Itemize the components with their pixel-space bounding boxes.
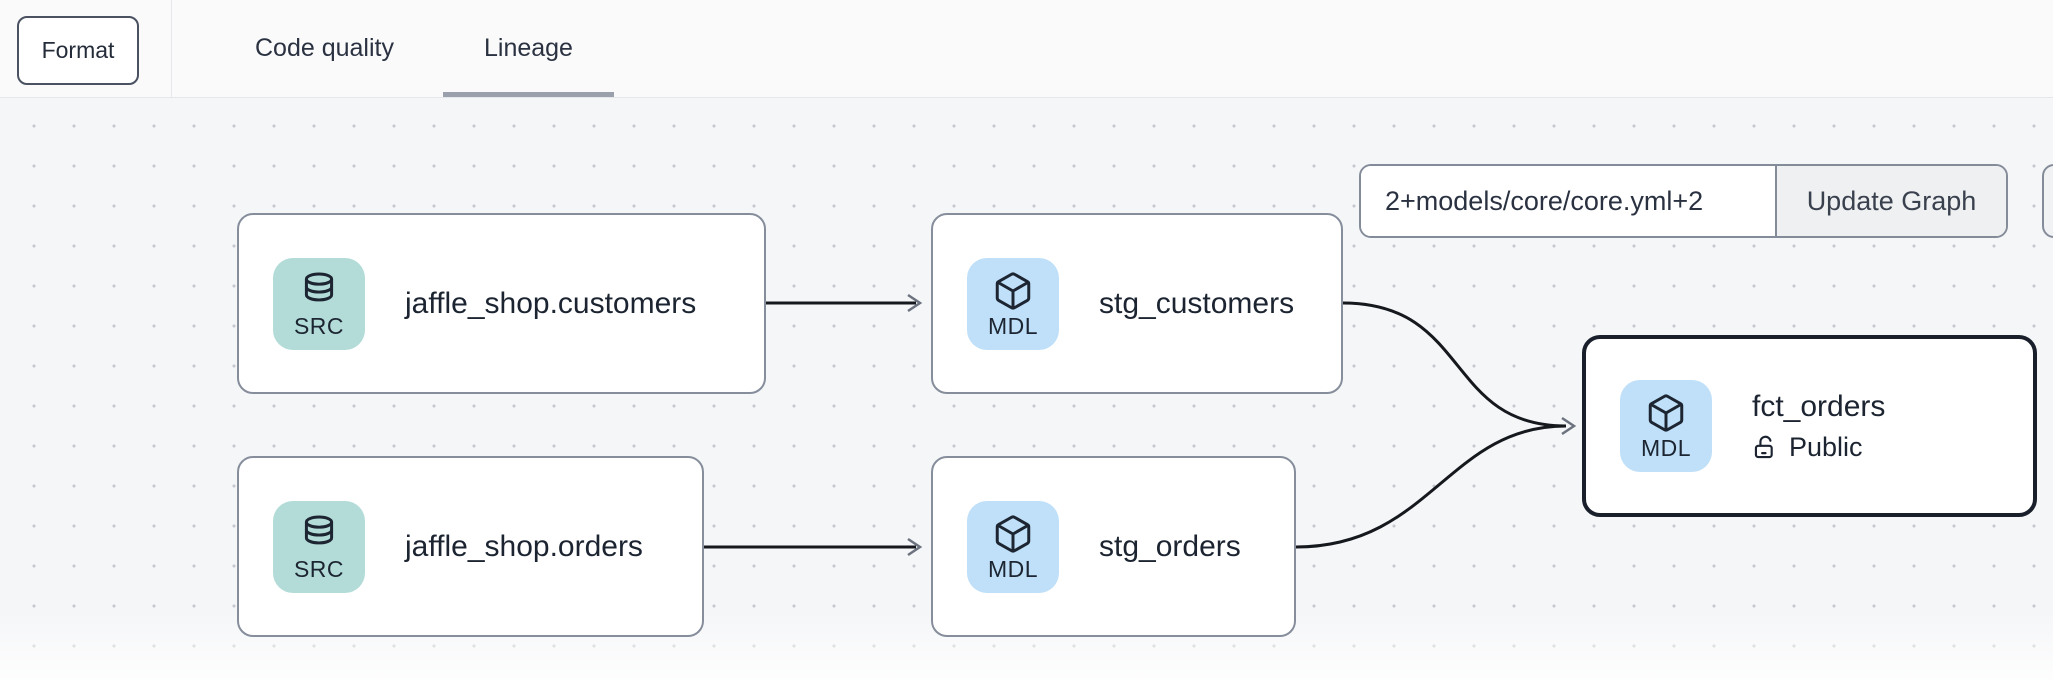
arrowhead-icon bbox=[907, 293, 923, 313]
badge-type-label: MDL bbox=[987, 555, 1039, 582]
node-stg-orders[interactable]: MDL stg_orders bbox=[931, 456, 1296, 637]
tab-code-quality[interactable]: Code quality bbox=[214, 0, 435, 97]
database-icon bbox=[304, 272, 334, 301]
cube-icon bbox=[995, 514, 1031, 553]
format-button[interactable]: Format bbox=[17, 16, 139, 85]
unlock-icon bbox=[1754, 435, 1773, 458]
clipped-right-button[interactable] bbox=[2042, 164, 2053, 238]
model-selector-input[interactable] bbox=[1361, 166, 1775, 236]
tab-lineage-label: Lineage bbox=[483, 34, 573, 62]
source-badge: SRC bbox=[273, 257, 365, 350]
model-badge: MDL bbox=[1620, 380, 1712, 472]
node-label: stg_orders bbox=[1099, 529, 1241, 563]
toolbar-divider bbox=[171, 0, 172, 97]
source-badge: SRC bbox=[273, 500, 365, 593]
node-access-row: Public bbox=[1752, 432, 1885, 463]
arrowhead-icon bbox=[1561, 416, 1577, 436]
node-label: fct_orders bbox=[1752, 389, 1886, 423]
badge-type-label: MDL bbox=[987, 312, 1039, 339]
tab-bar: Code quality Lineage bbox=[214, 0, 614, 97]
tab-lineage[interactable]: Lineage bbox=[442, 0, 614, 97]
edge-stg-orders-to-fct-orders bbox=[1295, 424, 1567, 549]
model-badge: MDL bbox=[967, 500, 1059, 593]
cube-icon bbox=[1648, 394, 1684, 432]
badge-type-label: SRC bbox=[293, 312, 345, 339]
node-label: jaffle_shop.customers bbox=[405, 286, 697, 320]
node-fct-orders[interactable]: MDL fct_orders Public bbox=[1582, 335, 2037, 517]
top-toolbar: Format Code quality Lineage bbox=[0, 0, 2053, 98]
model-badge: MDL bbox=[967, 257, 1059, 350]
tab-active-indicator bbox=[442, 92, 614, 97]
node-label: stg_customers bbox=[1099, 286, 1295, 320]
node-jaffle-shop-orders[interactable]: SRC jaffle_shop.orders bbox=[237, 456, 704, 637]
badge-type-label: MDL bbox=[1640, 435, 1692, 461]
node-label: jaffle_shop.orders bbox=[405, 529, 643, 563]
graph-selector-group: Update Graph bbox=[1359, 164, 2008, 238]
edge-stg-customers-to-fct-orders bbox=[1342, 301, 1567, 428]
node-text-column: fct_orders Public bbox=[1752, 390, 1885, 463]
lineage-edges-layer bbox=[704, 293, 1577, 557]
database-icon bbox=[304, 515, 334, 544]
arrowhead-icon bbox=[907, 537, 923, 557]
cube-icon bbox=[995, 271, 1031, 310]
node-access-label: Public bbox=[1789, 431, 1863, 462]
badge-type-label: SRC bbox=[293, 555, 345, 582]
node-jaffle-shop-customers[interactable]: SRC jaffle_shop.customers bbox=[237, 213, 766, 394]
node-stg-customers[interactable]: MDL stg_customers bbox=[931, 213, 1343, 394]
tab-code-quality-label: Code quality bbox=[255, 34, 394, 62]
update-graph-button[interactable]: Update Graph bbox=[1775, 166, 2006, 236]
lineage-canvas[interactable]: Update Graph SRC jaffle_shop.customers M… bbox=[0, 98, 2053, 680]
